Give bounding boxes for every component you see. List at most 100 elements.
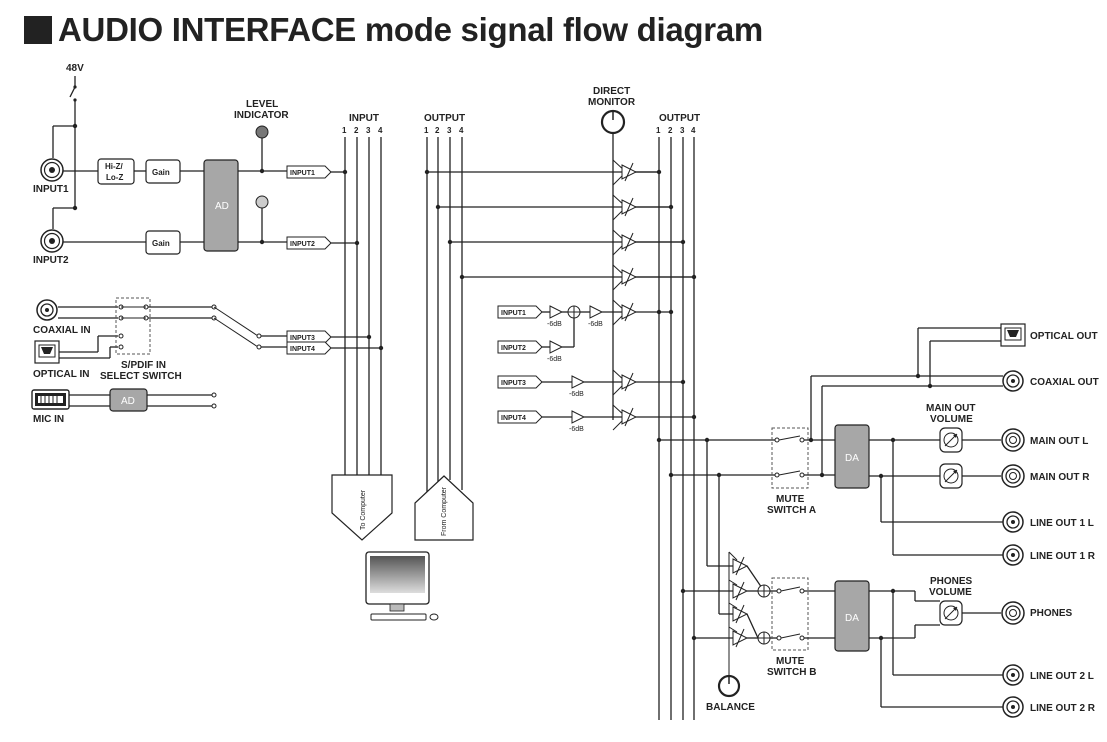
phones-jack-icon bbox=[1001, 601, 1025, 625]
main-out-volume-label-2: VOLUME bbox=[930, 414, 973, 425]
coaxial-in-label: COAXIAL IN bbox=[33, 325, 91, 336]
phones-volume-knob-icon[interactable] bbox=[939, 600, 963, 626]
optical-in-label: OPTICAL IN bbox=[33, 369, 89, 380]
svg-text:1: 1 bbox=[424, 126, 429, 135]
title-text: AUDIO INTERFACE mode signal flow diagram bbox=[58, 11, 763, 48]
optical-out-label: OPTICAL OUT bbox=[1030, 331, 1098, 342]
main-out-volume-label-1: MAIN OUT bbox=[926, 403, 975, 414]
svg-text:INPUT1: INPUT1 bbox=[501, 310, 526, 317]
phantom-label: 48V bbox=[66, 63, 84, 74]
mic-spdif-select-switch bbox=[211, 304, 262, 409]
gain1-label: Gain bbox=[152, 168, 170, 177]
svg-text:INPUT3: INPUT3 bbox=[501, 380, 526, 387]
mute-switch-a-contacts bbox=[774, 435, 805, 478]
vca-out3-icon bbox=[621, 232, 637, 252]
balance-vca-2-icon bbox=[732, 581, 748, 601]
line-out-1r-icon bbox=[1002, 544, 1024, 566]
summing-node-l-icon bbox=[757, 584, 771, 598]
ad-label-2: AD bbox=[121, 396, 135, 407]
balance-vca-3-icon bbox=[732, 604, 748, 624]
phones-label: PHONES bbox=[1030, 608, 1073, 619]
direct-monitor-knob-icon[interactable] bbox=[600, 109, 626, 135]
optical-in-icon bbox=[34, 340, 60, 364]
svg-text:3: 3 bbox=[680, 126, 685, 135]
vca-out2-icon bbox=[621, 197, 637, 217]
direct-monitor-label-2: MONITOR bbox=[588, 97, 636, 108]
svg-text:1: 1 bbox=[656, 126, 661, 135]
mute-switch-b-label-2: SWITCH B bbox=[767, 667, 816, 678]
attenuator-2-icon bbox=[549, 340, 563, 354]
phantom-switch bbox=[52, 76, 78, 229]
svg-text:INPUT2: INPUT2 bbox=[290, 241, 315, 248]
input1-connector-icon bbox=[40, 158, 64, 182]
attenuator-2-label: -6dB bbox=[547, 356, 562, 363]
mute-switch-b[interactable] bbox=[771, 577, 809, 651]
balance-vca-1-icon bbox=[732, 556, 748, 576]
output-bus-channel-numbers: 1 2 3 4 bbox=[424, 126, 464, 135]
mute-switch-a-label-1: MUTE bbox=[776, 494, 805, 505]
ad-converter-2 bbox=[109, 388, 148, 412]
level-indicator-2-icon bbox=[255, 195, 269, 209]
level-indicator-1-icon bbox=[255, 125, 269, 139]
spdif-switch-contacts bbox=[118, 304, 149, 350]
title-square-icon bbox=[24, 16, 52, 44]
svg-text:2: 2 bbox=[435, 126, 440, 135]
svg-text:4: 4 bbox=[459, 126, 464, 135]
input-bus-label: INPUT bbox=[349, 113, 379, 124]
mix-bus-label: OUTPUT bbox=[659, 113, 700, 124]
vca-dm12-icon bbox=[621, 302, 637, 322]
mute-switch-a[interactable] bbox=[771, 427, 809, 489]
attenuator-3-label: -6dB bbox=[569, 391, 584, 398]
main-out-volume-l-knob-icon[interactable] bbox=[939, 427, 963, 453]
line-out-1r-label: LINE OUT 1 R bbox=[1030, 551, 1096, 562]
svg-text:To Computer: To Computer bbox=[360, 489, 367, 530]
da-converter-main bbox=[834, 424, 870, 489]
dm-tag-input1: INPUT1 bbox=[497, 305, 543, 319]
mic-in-icon bbox=[31, 389, 70, 410]
svg-text:INPUT1: INPUT1 bbox=[290, 170, 315, 177]
svg-text:3: 3 bbox=[366, 126, 371, 135]
summing-node-r-icon bbox=[757, 631, 771, 645]
line-out-2r-icon bbox=[1002, 696, 1024, 718]
hiz-label-1: Hi-Z/ bbox=[105, 162, 124, 171]
mix-bus-lines bbox=[658, 137, 695, 720]
vca-out1-icon bbox=[621, 162, 637, 182]
main-out-l-label: MAIN OUT L bbox=[1030, 436, 1088, 447]
tag-input4: INPUT4 bbox=[286, 341, 332, 355]
balance-knob-icon[interactable] bbox=[717, 674, 741, 698]
attenuator-sum-icon bbox=[589, 305, 603, 319]
main-out-l-jack-icon bbox=[1001, 428, 1025, 452]
input2-connector-icon bbox=[40, 229, 64, 253]
da-label-phones: DA bbox=[845, 613, 859, 624]
spdif-label-2: SELECT SWITCH bbox=[100, 371, 182, 382]
line-out-1l-icon bbox=[1002, 511, 1024, 533]
svg-text:4: 4 bbox=[691, 126, 696, 135]
input1-label: INPUT1 bbox=[33, 184, 69, 195]
da-converter-phones bbox=[834, 580, 870, 652]
summing-node-dm-icon bbox=[567, 305, 581, 319]
svg-text:INPUT3: INPUT3 bbox=[290, 335, 315, 342]
from-computer-block: From Computer bbox=[414, 475, 474, 541]
main-out-volume-r-knob-icon[interactable] bbox=[939, 463, 963, 489]
ad-converter-1 bbox=[203, 159, 239, 252]
level-indicator-label-1: LEVEL bbox=[246, 99, 278, 110]
balance-vca-4-icon bbox=[732, 628, 748, 648]
input-bus-channel-numbers: 1 2 3 4 bbox=[342, 126, 383, 135]
dm-tag-input4: INPUT4 bbox=[497, 410, 543, 424]
balance-control-lines bbox=[728, 551, 738, 680]
line-out-2l-label: LINE OUT 2 L bbox=[1030, 671, 1094, 682]
mic-in-label: MIC IN bbox=[33, 414, 64, 425]
svg-text:4: 4 bbox=[378, 126, 383, 135]
attenuator-1-label: -6dB bbox=[547, 321, 562, 328]
balance-label: BALANCE bbox=[706, 702, 755, 713]
svg-text:From Computer: From Computer bbox=[441, 486, 448, 536]
hiz-label-2: Lo-Z bbox=[106, 173, 123, 182]
vca-dm4-icon bbox=[621, 407, 637, 427]
direct-monitor-label-1: DIRECT bbox=[593, 86, 630, 97]
phones-volume-label-2: VOLUME bbox=[929, 587, 972, 598]
level-indicator-label-2: INDICATOR bbox=[234, 110, 289, 121]
spdif-select-switch bbox=[115, 297, 151, 355]
coaxial-in-icon bbox=[36, 299, 58, 321]
vca-dm3-icon bbox=[621, 372, 637, 392]
